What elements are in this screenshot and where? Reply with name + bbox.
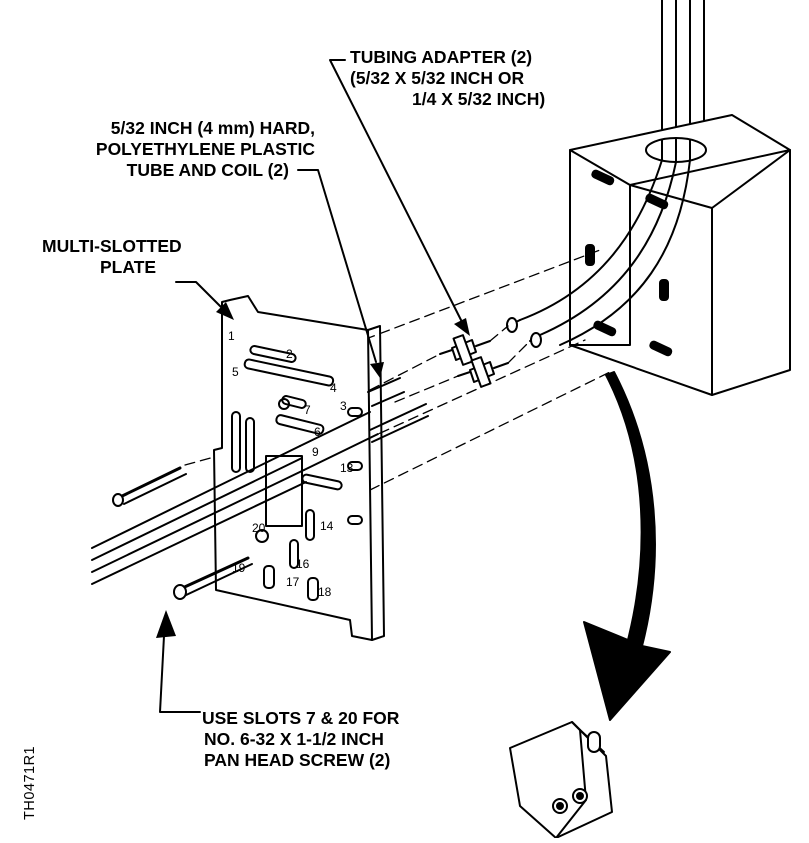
wall-box: [519, 114, 791, 396]
tubing-adapters: [439, 334, 509, 388]
slot-number: 6: [314, 425, 321, 439]
callout-line: NO. 6-32 X 1-1/2 INCH: [204, 729, 384, 749]
arrowheads: [156, 302, 470, 638]
slot-number: 4: [330, 381, 337, 395]
slot-number: 9: [312, 445, 319, 459]
slot-number: 3: [340, 399, 347, 413]
slot-number: 1: [228, 329, 235, 343]
slot-numbers: 1 2 5 4 3 7 6 9 13 14 20 16 17 19 18: [228, 329, 354, 599]
callout-line: 1/4 X 5/32 INCH): [412, 89, 546, 109]
slot-number: 2: [286, 347, 293, 361]
callout-line: TUBING ADAPTER (2): [350, 47, 533, 67]
slot-number: 7: [304, 403, 311, 417]
callout-line: PLATE: [100, 257, 157, 277]
tube-ends: [506, 317, 542, 348]
callout-screw: USE SLOTS 7 & 20 FOR NO. 6-32 X 1-1/2 IN…: [202, 708, 399, 771]
leader-lines: [159, 59, 463, 713]
figure-id: TH0471R1: [22, 745, 38, 820]
plastic-tubes: [91, 377, 429, 585]
slot-number: 14: [320, 519, 334, 533]
callout-multi-slotted-plate: MULTI-SLOTTED PLATE: [42, 236, 182, 278]
callout-line: POLYETHYLENE PLASTIC: [95, 139, 315, 159]
slot-number: 18: [318, 585, 332, 599]
slot-number: 20: [252, 521, 266, 535]
slot-number: 13: [340, 461, 354, 475]
multi-slotted-plate: [213, 295, 385, 641]
slot-number: 5: [232, 365, 239, 379]
slot-number: 16: [296, 557, 310, 571]
rotate-arrow: [583, 371, 671, 721]
callout-plastic-tube: 5/32 INCH (4 mm) HARD, POLYETHYLENE PLAS…: [0, 118, 315, 181]
slot-number: 17: [286, 575, 300, 589]
callout-line: (5/32 X 5/32 INCH OR: [350, 68, 525, 88]
callout-line: USE SLOTS 7 & 20 FOR: [202, 708, 400, 728]
callout-line: TUBE AND COIL (2): [126, 160, 289, 180]
callout-line: MULTI-SLOTTED: [42, 236, 182, 256]
callout-line: 5/32 INCH (4 mm) HARD,: [110, 118, 315, 138]
callout-line: PAN HEAD SCREW (2): [204, 750, 391, 770]
screws: [112, 466, 253, 600]
alignment-lines: [184, 249, 611, 491]
callout-tubing-adapter: TUBING ADAPTER (2) (5/32 X 5/32 INCH OR …: [350, 47, 545, 110]
thermostat-cover: [509, 721, 613, 839]
